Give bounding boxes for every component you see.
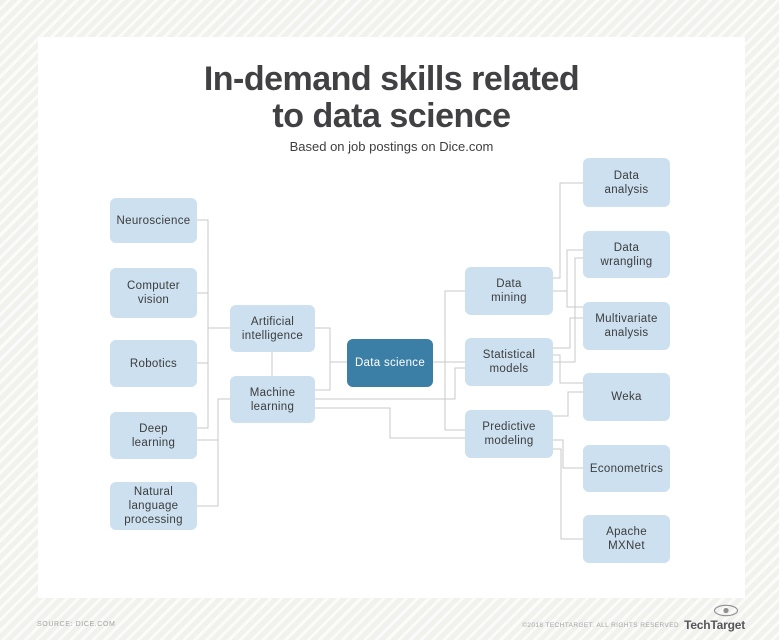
title-line-1: In-demand skills related — [203, 60, 580, 98]
credit-block: ©2018 TECHTARGET. ALL RIGHTS RESERVED Te… — [522, 604, 745, 632]
connector-data-science--predictive-modeling — [433, 361, 465, 431]
connector-robotics--artificial-intelligence — [197, 327, 230, 364]
node-label: Predictive modeling — [482, 421, 536, 447]
node-apache-mxnet: Apache MXNet — [583, 515, 670, 563]
connector-artificial-intelligence--data-science — [315, 327, 347, 363]
connector-statistical-models--multivariate-analysis — [553, 317, 583, 349]
connector-statistical-models--weka — [553, 354, 583, 384]
connector-predictive-modeling--econometrics — [553, 439, 583, 469]
node-artificial-intelligence: Artificial intelligence — [230, 305, 315, 352]
connector-data-mining--data-wrangling — [553, 249, 583, 292]
connector-neuroscience--artificial-intelligence — [197, 219, 230, 329]
node-label: Data science — [354, 357, 426, 369]
connector-natural-language-processing--machine-learning — [197, 398, 230, 507]
node-natural-language-processing: Natural language processing — [110, 482, 197, 530]
node-econometrics: Econometrics — [583, 445, 670, 492]
node-label: Computer vision — [127, 280, 180, 306]
node-label: Machine learning — [249, 386, 296, 413]
subtitle: Based on job postings on Dice.com — [289, 139, 494, 154]
node-label: Statistical models — [482, 349, 536, 375]
node-label: Apache MXNet — [606, 526, 647, 552]
connector-computer-vision--artificial-intelligence — [197, 292, 230, 329]
connector-data-mining--multivariate-analysis — [553, 290, 583, 308]
connector-machine-learning--predictive-modeling — [315, 407, 465, 439]
source-attribution: SOURCE: DICE.COM — [37, 621, 116, 628]
connector-machine-learning--data-science — [315, 361, 347, 391]
connector-machine-learning--statistical-models — [315, 367, 465, 400]
node-data-mining: Data mining — [465, 267, 553, 315]
connector-data-science--data-mining — [433, 290, 465, 363]
node-label: Data mining — [491, 278, 527, 304]
node-label: Robotics — [129, 357, 178, 370]
connector-layer — [197, 182, 583, 540]
techtarget-logo: TechTarget — [684, 604, 745, 632]
node-machine-learning: Machine learning — [230, 376, 315, 423]
connector-deep-learning--artificial-intelligence — [197, 327, 230, 429]
node-predictive-modeling: Predictive modeling — [465, 410, 553, 458]
node-neuroscience: Neuroscience — [110, 198, 197, 243]
node-label: Artificial intelligence — [241, 315, 304, 342]
node-label: Weka — [611, 391, 642, 403]
connector-predictive-modeling--weka — [553, 391, 583, 417]
node-robotics: Robotics — [110, 340, 197, 387]
node-label: Multivariate analysis — [595, 313, 658, 339]
node-statistical-models: Statistical models — [465, 338, 553, 386]
connector-predictive-modeling--apache-mxnet — [553, 448, 583, 540]
connector-deep-learning--machine-learning — [197, 398, 230, 441]
node-label: Deep learning — [131, 422, 176, 449]
node-label: Data wrangling — [600, 241, 653, 268]
node-label: Neuroscience — [116, 214, 191, 227]
node-data-analysis: Data analysis — [583, 158, 670, 207]
eye-icon — [713, 604, 739, 617]
node-multivariate-analysis: Multivariate analysis — [583, 302, 670, 350]
node-computer-vision: Computer vision — [110, 268, 197, 318]
copyright-text: ©2018 TECHTARGET. ALL RIGHTS RESERVED — [522, 622, 680, 629]
node-label: Natural language processing — [124, 486, 183, 526]
node-weka: Weka — [583, 373, 670, 421]
node-deep-learning: Deep learning — [110, 412, 197, 459]
node-data-wrangling: Data wrangling — [583, 231, 670, 278]
connector-data-mining--data-analysis — [553, 182, 583, 279]
title-line-2: to data science — [272, 97, 511, 135]
node-label: Econometrics — [589, 462, 664, 475]
node-label: Data analysis — [604, 169, 649, 196]
connector-statistical-models--data-wrangling — [553, 257, 583, 363]
techtarget-wordmark: TechTarget — [684, 618, 745, 632]
node-data-science: Data science — [347, 339, 433, 387]
